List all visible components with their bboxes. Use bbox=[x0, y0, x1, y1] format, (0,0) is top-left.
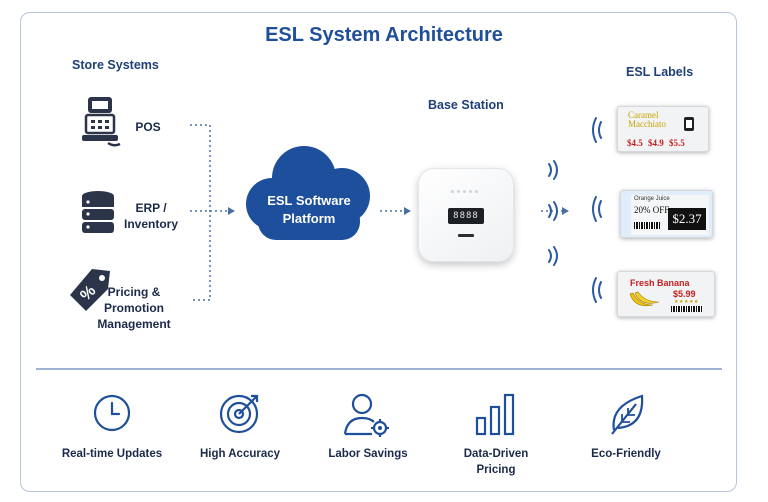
feature-label-pricing: Data-Driven Pricing bbox=[463, 448, 529, 476]
esl-labels-heading: ESL Labels bbox=[626, 65, 694, 79]
connector-bracket bbox=[190, 124, 211, 301]
arrow-head-cloud bbox=[228, 207, 235, 215]
cloud-platform-label: ESL Software Platform bbox=[267, 193, 351, 226]
esl-label-orange-juice: Orange Juice 20% OFF $2.37 bbox=[620, 190, 713, 238]
store-systems-heading: Store Systems bbox=[72, 58, 159, 72]
esl-price-medium: $4.9 bbox=[648, 138, 664, 148]
diagram-frame bbox=[20, 12, 737, 492]
base-station-device: 8888 bbox=[418, 168, 514, 262]
feature-label-labor: Labor Savings bbox=[328, 448, 408, 460]
cup-icon bbox=[682, 115, 698, 133]
clock-icon bbox=[93, 394, 131, 432]
pos-terminal-icon bbox=[78, 95, 124, 153]
price-tag-percent-icon: % bbox=[68, 267, 112, 313]
base-station-indicator bbox=[458, 234, 474, 237]
star-rating-icon: ★★★★★ bbox=[674, 299, 699, 305]
pos-label: POS bbox=[135, 120, 161, 134]
target-icon bbox=[218, 391, 262, 435]
label-signal-icon-group bbox=[592, 117, 602, 303]
esl-label-banana: Fresh Banana $5.99 ★★★★★ bbox=[617, 271, 715, 317]
diagram-title: ESL System Architecture bbox=[265, 24, 503, 46]
barcode-icon bbox=[671, 306, 703, 312]
barcode-icon bbox=[634, 222, 660, 229]
database-icon bbox=[78, 190, 118, 240]
bar-chart-icon bbox=[474, 392, 516, 436]
wireless-signal-icon-group bbox=[548, 160, 558, 266]
banana-icon bbox=[627, 289, 663, 311]
esl-label-product-name: Orange Juice bbox=[634, 196, 670, 202]
esl-price-large: $5.5 bbox=[669, 138, 685, 148]
esl-label-product-name: Fresh Banana bbox=[630, 278, 690, 288]
esl-price-small: $4.5 bbox=[627, 138, 643, 148]
pricing-promotion-label: Pricing & Promotion Management bbox=[97, 285, 171, 332]
person-gear-icon bbox=[342, 390, 392, 440]
cloud-icon bbox=[238, 142, 380, 242]
feature-label-realtime: Real-time Updates bbox=[61, 448, 163, 460]
arrow-head-station bbox=[404, 207, 411, 215]
feature-label-accuracy: High Accuracy bbox=[199, 448, 281, 460]
section-divider bbox=[36, 368, 722, 370]
esl-price-box: $2.37 bbox=[668, 208, 706, 230]
feature-label-eco: Eco-Friendly bbox=[591, 448, 661, 460]
leaf-icon bbox=[608, 392, 646, 436]
esl-label-caramel: Caramel Macchiato $4.5 $4.9 $5.5 bbox=[617, 106, 709, 152]
base-station-heading: Base Station bbox=[428, 98, 504, 112]
erp-inventory-label: ERP / Inventory bbox=[123, 201, 178, 232]
arrow-head-labels bbox=[562, 207, 569, 215]
esl-label-product-name: Caramel Macchiato bbox=[628, 110, 666, 130]
base-station-display: 8888 bbox=[448, 208, 484, 224]
esl-price: $5.99 bbox=[673, 289, 696, 299]
esl-promo-text: 20% OFF bbox=[634, 205, 670, 215]
